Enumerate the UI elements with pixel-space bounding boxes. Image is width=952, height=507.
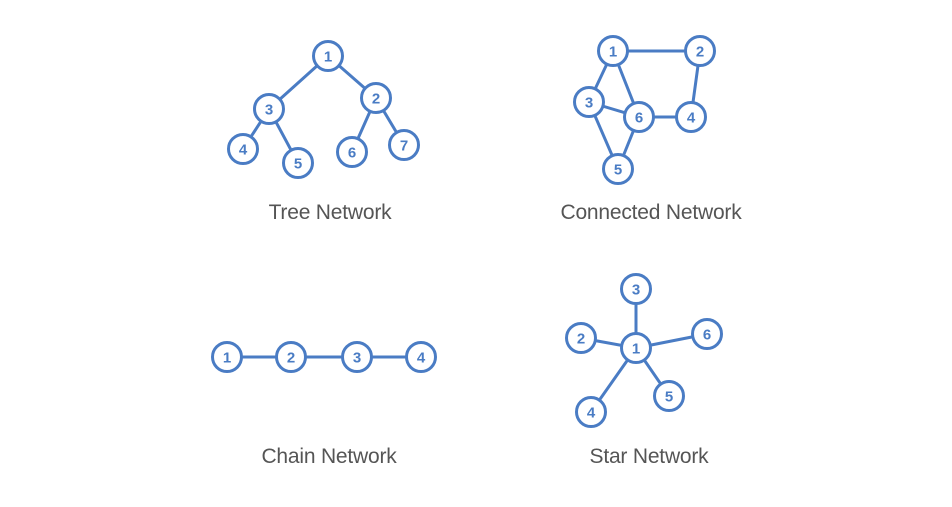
chain-network-caption: Chain Network [261, 445, 397, 468]
star-node-3-label: 3 [632, 282, 640, 299]
connected-network-graph: 1 2 3 6 4 5 [573, 35, 716, 185]
star-node-3: 3 [620, 273, 652, 305]
tree-node-2-label: 2 [372, 91, 380, 108]
chain-node-1-circle [211, 341, 243, 373]
connected-node-1-circle [597, 35, 629, 67]
tree-network-graph: 1 3 2 4 5 6 7 [227, 40, 420, 179]
chain-node-4-label: 4 [417, 350, 426, 367]
star-node-5: 5 [653, 380, 685, 412]
star-node-4-label: 4 [587, 405, 596, 422]
connected-node-3-label: 3 [585, 95, 593, 112]
star-node-4-circle [575, 396, 607, 428]
connected-node-6: 6 [623, 101, 655, 133]
tree-node-6-circle [336, 136, 368, 168]
tree-node-3-circle [253, 93, 285, 125]
connected-node-3-circle [573, 86, 605, 118]
tree-node-5: 5 [282, 147, 314, 179]
star-node-1: 1 [620, 332, 652, 364]
tree-node-4-label: 4 [239, 142, 248, 159]
connected-node-1-label: 1 [609, 44, 617, 61]
star-node-2: 2 [565, 322, 597, 354]
star-node-5-circle [653, 380, 685, 412]
tree-node-7: 7 [388, 129, 420, 161]
tree-node-5-circle [282, 147, 314, 179]
star-node-4: 4 [575, 396, 607, 428]
connected-node-3: 3 [573, 86, 605, 118]
connected-node-4-label: 4 [687, 110, 696, 127]
star-node-6-label: 6 [703, 327, 711, 344]
tree-network-caption: Tree Network [268, 201, 392, 224]
connected-node-1: 1 [597, 35, 629, 67]
star-node-3-circle [620, 273, 652, 305]
tree-node-4: 4 [227, 133, 259, 165]
chain-node-3: 3 [341, 341, 373, 373]
chain-node-1-label: 1 [223, 350, 231, 367]
star-network-caption: Star Network [589, 445, 709, 468]
connected-node-2: 2 [684, 35, 716, 67]
connected-node-6-circle [623, 101, 655, 133]
connected-node-2-label: 2 [696, 44, 704, 61]
tree-node-5-label: 5 [294, 156, 302, 173]
chain-network-graph: 1 2 3 4 [211, 341, 437, 373]
connected-node-2-circle [684, 35, 716, 67]
tree-node-2-circle [360, 82, 392, 114]
tree-node-6-label: 6 [348, 145, 356, 162]
connected-node-5-circle [602, 153, 634, 185]
chain-node-2-circle [275, 341, 307, 373]
connected-node-4-circle [675, 101, 707, 133]
tree-node-1-circle [312, 40, 344, 72]
star-network-graph: 1 3 2 6 5 4 [565, 273, 723, 428]
chain-node-1: 1 [211, 341, 243, 373]
tree-node-1: 1 [312, 40, 344, 72]
tree-node-7-label: 7 [400, 138, 408, 155]
chain-node-2: 2 [275, 341, 307, 373]
star-node-2-circle [565, 322, 597, 354]
tree-node-6: 6 [336, 136, 368, 168]
star-node-1-circle [620, 332, 652, 364]
connected-node-5: 5 [602, 153, 634, 185]
chain-node-4-circle [405, 341, 437, 373]
connected-node-5-label: 5 [614, 162, 622, 179]
tree-node-7-circle [388, 129, 420, 161]
chain-node-4: 4 [405, 341, 437, 373]
star-node-6-circle [691, 318, 723, 350]
tree-node-3-label: 3 [265, 102, 273, 119]
tree-node-3: 3 [253, 93, 285, 125]
connected-network-caption: Connected Network [560, 201, 742, 224]
tree-node-4-circle [227, 133, 259, 165]
star-node-5-label: 5 [665, 389, 673, 406]
tree-node-2: 2 [360, 82, 392, 114]
chain-node-2-label: 2 [287, 350, 295, 367]
star-node-6: 6 [691, 318, 723, 350]
chain-node-3-label: 3 [353, 350, 361, 367]
chain-node-3-circle [341, 341, 373, 373]
connected-node-6-label: 6 [635, 110, 643, 127]
tree-node-1-label: 1 [324, 49, 332, 66]
star-node-1-label: 1 [632, 341, 640, 358]
connected-node-4: 4 [675, 101, 707, 133]
star-node-2-label: 2 [577, 331, 585, 348]
